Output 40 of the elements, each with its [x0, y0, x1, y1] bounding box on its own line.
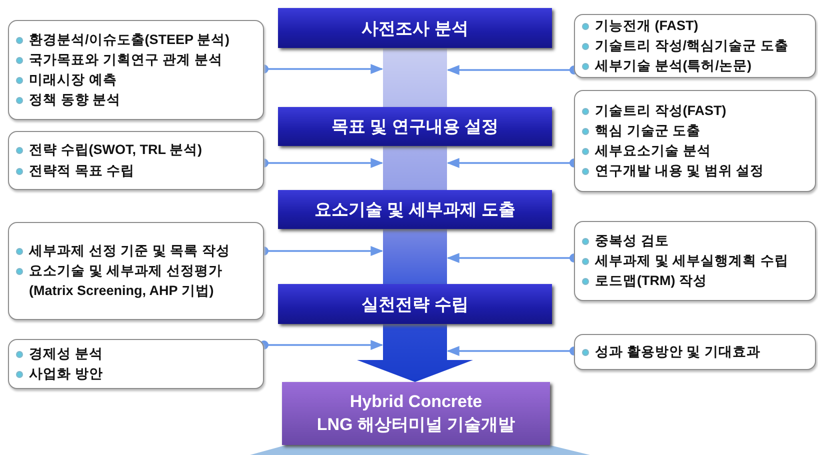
flow-arrow	[383, 48, 447, 107]
bullet-item: 세부기술 분석(특허/논문)	[581, 56, 811, 76]
bullet-item: 환경분석/이슈도출(STEEP 분석)	[15, 30, 259, 50]
bullet-item: 세부요소기술 분석	[581, 141, 811, 162]
bullet-item: 미래시장 예측	[15, 70, 259, 90]
step-box: 실천전략 수립	[278, 284, 552, 324]
flow-arrow	[357, 324, 473, 382]
bullet-item: 세부과제 선정 기준 및 목록 작성	[15, 240, 259, 261]
text-box	[8, 131, 264, 190]
text-box	[8, 222, 264, 320]
bullet-item: 성과 활용방안 및 기대효과	[581, 342, 811, 362]
flow-arrow	[383, 146, 447, 190]
text-box	[574, 90, 816, 192]
bullet-item: 정책 동향 분석	[15, 90, 259, 110]
text-box	[8, 20, 264, 120]
arrow	[260, 340, 384, 350]
text-box	[574, 221, 816, 301]
bullet-item: 기술트리 작성/핵심기술군 도출	[581, 36, 811, 56]
bullet-item: 기술트리 작성(FAST)	[581, 100, 811, 121]
text-box	[8, 339, 264, 389]
bullet-item: 연구개발 내용 및 범위 설정	[581, 161, 811, 182]
bullet-item: 사업화 방안	[15, 364, 259, 384]
bullet-item: 경제성 분석	[15, 344, 259, 364]
bullet-item: 요소기술 및 세부과제 선정평가 (Matrix Screening, AHP 기법)	[15, 260, 259, 302]
arrow	[446, 64, 578, 76]
step-box: 목표 및 연구내용 설정	[278, 107, 552, 146]
step-box: 요소기술 및 세부과제 도출	[278, 190, 552, 229]
result-box: Hybrid Concrete LNG 해상터미널 기술개발	[282, 382, 550, 445]
flow-arrow	[383, 229, 447, 284]
bullet-item: 전략 수립(SWOT, TRL 분석)	[15, 140, 259, 160]
bullet-item: 핵심 기술군 도출	[581, 120, 811, 141]
step-box: 사전조사 분석	[278, 8, 552, 48]
bullet-item: 기능전개 (FAST)	[581, 16, 811, 36]
bullet-item: 중복성 검토	[581, 230, 811, 251]
bullet-item: 전략적 목표 수립	[15, 160, 259, 181]
bullet-item: 로드맵(TRM) 작성	[581, 271, 811, 292]
bullet-item: 세부과제 및 세부실행계획 수립	[581, 250, 811, 272]
text-box	[574, 334, 816, 370]
text-box	[574, 14, 816, 78]
bullet-item: 국가목표와 기획연구 관계 분석	[15, 50, 259, 70]
